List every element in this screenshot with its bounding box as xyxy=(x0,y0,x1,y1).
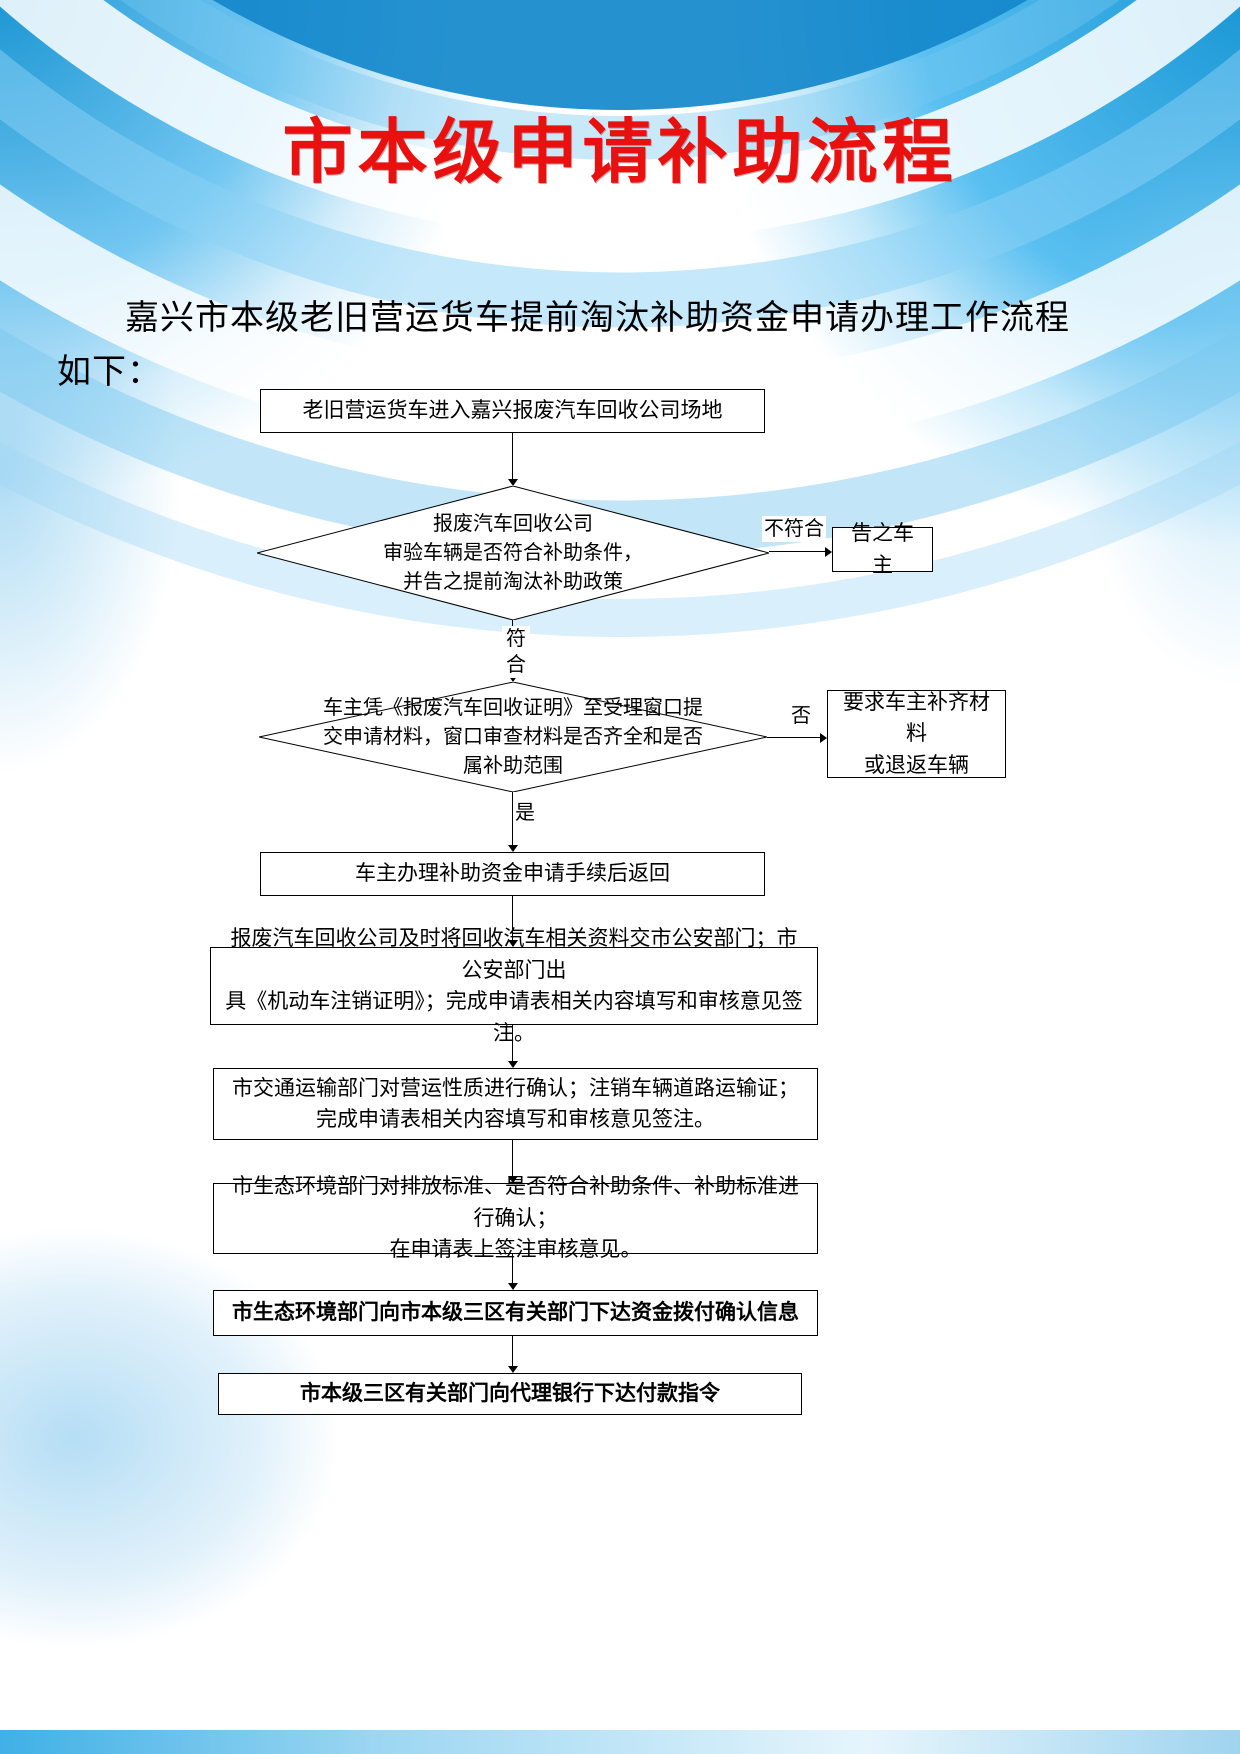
flow-step-payment-order: 市本级三区有关部门向代理银行下达付款指令 xyxy=(218,1373,802,1415)
page-title: 市本级申请补助流程 xyxy=(282,113,958,191)
flow-step-transport: 市交通运输部门对营运性质进行确认；注销车辆道路运输证； 完成申请表相关内容填写和… xyxy=(213,1068,818,1140)
flow-decision-materials: 车主凭《报废汽车回收证明》至受理窗口提 交申请材料，窗口审查材料是否齐全和是否 … xyxy=(259,682,767,792)
flow-step-environment: 市生态环境部门对排放标准、是否符合补助条件、补助标准进行确认； 在申请表上签注审… xyxy=(213,1174,818,1261)
arrow-down-1 xyxy=(507,433,518,486)
label-not-eligible: 不符合 xyxy=(762,516,826,542)
diamond-shape xyxy=(259,682,767,792)
decision-eligibility-text: 报废汽车回收公司 审验车辆是否符合补助条件， 并告之提前淘汰补助政策 xyxy=(383,512,643,593)
swirl-arc xyxy=(0,0,1240,240)
swirl-arc xyxy=(212,0,1028,110)
label-eligible: 符合 xyxy=(502,626,530,678)
flow-step-police: 报废汽车回收公司及时将回收汽车相关资料交市公安部门；市公安部门出 具《机动车注销… xyxy=(210,926,818,1045)
arrow-down-7 xyxy=(507,1254,518,1290)
diamond-shape xyxy=(257,486,769,620)
swirl-arc xyxy=(120,0,1120,160)
arrow-down-3 xyxy=(507,792,518,852)
arrow-down-4 xyxy=(507,896,518,947)
label-no: 否 xyxy=(789,703,813,729)
arrow-right-2 xyxy=(767,732,827,743)
flow-decision-eligibility: 报废汽车回收公司 审验车辆是否符合补助条件， 并告之提前淘汰补助政策 xyxy=(257,486,769,620)
swirl-arc xyxy=(0,441,1240,637)
flow-step-request-materials: 要求车主补齐材料 或退返车辆 xyxy=(827,690,1006,778)
flow-step-fund-notice: 市生态环境部门向市本级三区有关部门下达资金拨付确认信息 xyxy=(213,1290,818,1336)
label-yes: 是 xyxy=(513,800,537,826)
decision-materials-text: 车主凭《报废汽车回收证明》至受理窗口提 交申请材料，窗口审查材料是否齐全和是否 … xyxy=(323,696,703,777)
intro-paragraph: 嘉兴市本级老旧营运货车提前淘汰补助资金申请办理工作流程如下： xyxy=(57,300,1070,391)
flow-step-owner-return: 车主办理补助资金申请手续后返回 xyxy=(260,852,765,896)
arrow-right-1 xyxy=(769,546,832,557)
flow-step-inform-owner: 告之车主 xyxy=(832,521,933,577)
flow-step-entry: 老旧营运货车进入嘉兴报废汽车回收公司场地 xyxy=(260,389,765,433)
swirl-arc xyxy=(0,48,1240,328)
arrow-down-8 xyxy=(507,1336,518,1373)
arrow-down-6 xyxy=(507,1140,518,1183)
arrow-down-5 xyxy=(507,1025,518,1068)
